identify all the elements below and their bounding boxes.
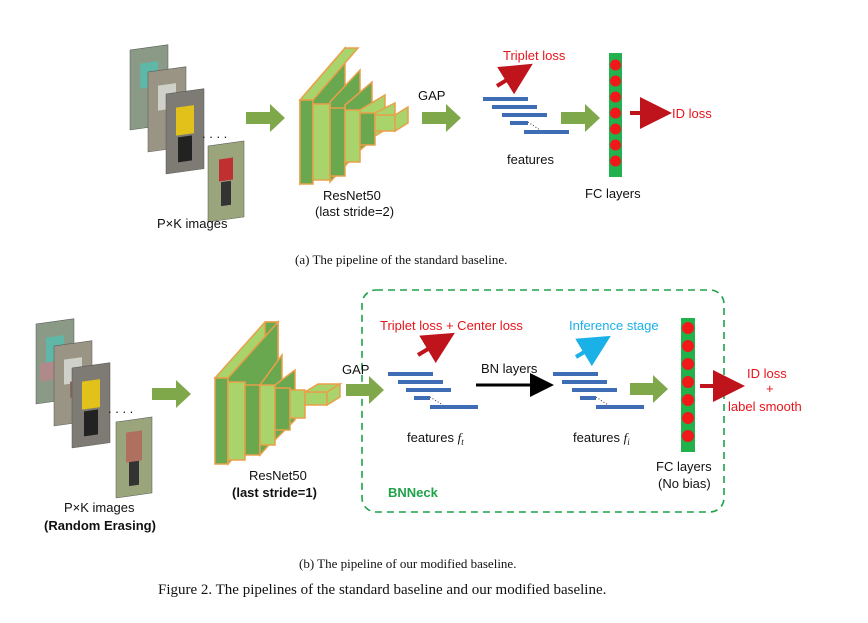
features-i-label: features fi [573,430,630,447]
backbone-label-b: ResNet50 [249,468,307,483]
input-label-b: P×K images [64,500,135,515]
resnet50-backbone-b [213,320,343,466]
panel-b: . . . . P×K images (Random Erasing) [35,289,802,571]
panel-a: . . . . P×K images Re [129,44,712,267]
input-label: P×K images [157,216,228,231]
triplet-center-loss-label: Triplet loss + Center loss [380,318,523,333]
arrow-to-fc [561,104,600,132]
triplet-loss-label: Triplet loss [503,48,566,63]
figure-caption: Figure 2. The pipelines of the standard … [158,582,606,598]
panel-a-caption: (a) The pipeline of the standard baselin… [295,252,507,267]
plus-label: + [766,381,774,396]
gap-label-b: GAP [342,362,369,377]
inference-stage-label: Inference stage [569,318,659,333]
backbone-stride-label-b: (last stride=1) [232,485,317,500]
gap-label: GAP [418,88,445,103]
triplet-center-loss-arrow [416,332,455,364]
person-image-stack-erased: . . . . [35,318,153,499]
features-t-label: features ft [407,430,464,447]
fc-layer [609,53,622,177]
gap-arrow-b [346,376,384,404]
backbone-stride-label: (last stride=2) [315,204,394,219]
inference-stage-arrow [574,335,611,367]
fc-label: FC layers [585,186,641,201]
id-loss-label-b: ID loss [747,366,787,381]
arrow-to-backbone [246,104,285,132]
stack-ellipsis: . . . . [202,126,227,141]
feature-bars [483,97,569,134]
fc-no-bias-label: (No bias) [658,476,711,491]
resnet50-backbone [298,45,409,187]
feature-bars-i [553,372,644,409]
gap-arrow [422,104,461,132]
random-erasing-label: (Random Erasing) [44,518,156,533]
arrow-to-backbone-b [152,380,191,408]
bnneck-label: BNNeck [388,485,439,500]
bnneck-box [361,289,725,513]
person-image-stack: . . . . [129,44,245,223]
fc-layer-b [681,318,695,452]
fc-label-b: FC layers [656,459,712,474]
svg-text:. . . .: . . . . [108,401,133,416]
id-loss-label: ID loss [672,106,712,121]
features-label: features [507,152,554,167]
bn-layers-label: BN layers [481,361,538,376]
label-smooth-label: label smooth [728,399,802,414]
panel-b-caption: (b) The pipeline of our modified baselin… [299,556,516,571]
feature-bars-t [388,372,478,409]
arrow-to-fc-b [630,375,668,403]
backbone-label: ResNet50 [323,188,381,203]
triplet-loss-arrow [495,63,533,95]
